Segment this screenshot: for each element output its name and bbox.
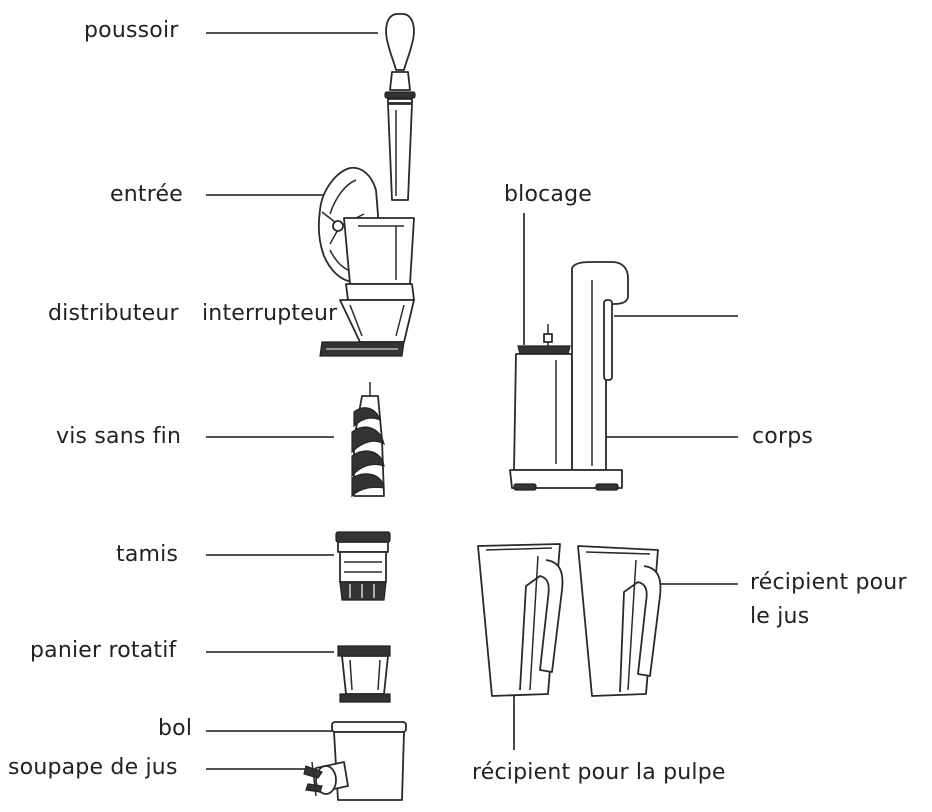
pusher-part (384, 13, 416, 201)
label-poussoir: poussoir (84, 18, 179, 43)
hopper-part (317, 166, 415, 357)
label-corps: corps (752, 424, 814, 449)
label-recipient-jus-line2: le jus (750, 604, 810, 629)
label-recipient-jus-line1: récipient pour (750, 570, 907, 595)
label-recipient-pulpe: récipient pour la pulpe (472, 760, 726, 785)
pulp-container-part (477, 543, 564, 697)
label-interrupteur: interrupteur (202, 301, 338, 326)
strainer-part (335, 531, 391, 601)
label-bol: bol (158, 716, 193, 741)
label-tamis: tamis (116, 542, 179, 567)
bowl-part (303, 721, 407, 801)
label-soupape-de-jus: soupape de jus (8, 755, 178, 780)
label-vis-sans-fin: vis sans fin (56, 424, 182, 449)
label-panier-rotatif: panier rotatif (30, 638, 177, 663)
auger-part (351, 382, 385, 498)
label-blocage: blocage (504, 182, 593, 207)
motor-base-part (509, 261, 629, 491)
label-distributeur: distributeur (48, 301, 179, 326)
label-entree: entrée (110, 182, 183, 207)
juice-container-part (577, 545, 662, 697)
rotating-basket-part (337, 645, 391, 703)
